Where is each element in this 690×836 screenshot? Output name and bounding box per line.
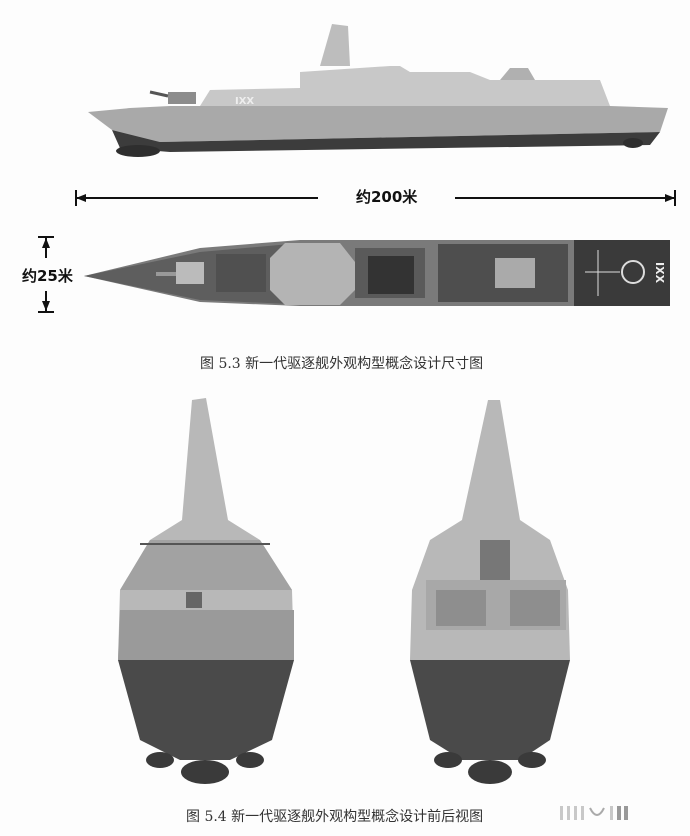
figure-5-4-caption: 图 5.4 新一代驱逐舰外观构型概念设计前后视图 bbox=[186, 809, 484, 825]
length-dimension-line bbox=[75, 190, 676, 206]
ship-front-view bbox=[118, 398, 294, 784]
width-label: 约25米 bbox=[22, 267, 73, 285]
svg-text:IXX: IXX bbox=[235, 96, 254, 107]
width-dimension-line bbox=[38, 236, 54, 313]
ship-rear-view bbox=[410, 400, 570, 784]
ship-side-view: IXX bbox=[88, 24, 668, 157]
svg-text:IXX: IXX bbox=[653, 262, 666, 284]
length-label: 约200米 bbox=[356, 188, 418, 206]
ship-top-view: IXX bbox=[84, 240, 670, 306]
figure-5-3-caption: 图 5.3 新一代驱逐舰外观构型概念设计尺寸图 bbox=[200, 356, 484, 372]
